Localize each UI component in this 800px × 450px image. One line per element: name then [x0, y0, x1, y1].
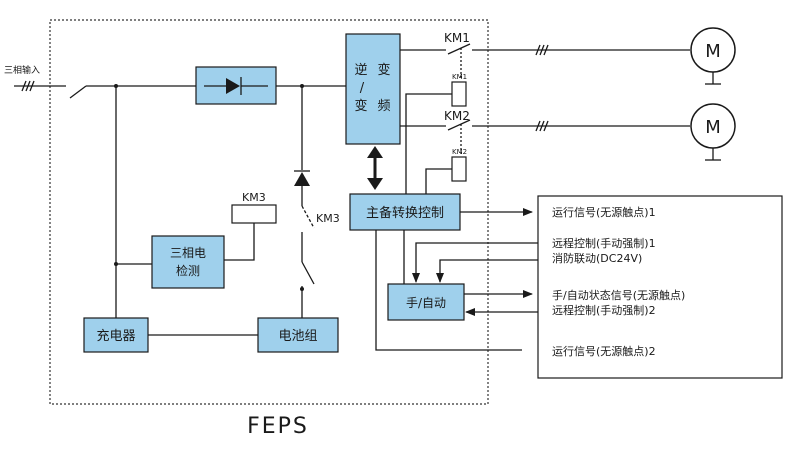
motor-1-label: M [705, 41, 721, 62]
battery-box [257, 317, 339, 353]
signal-terminal-box [537, 195, 783, 379]
motor-2 [690, 103, 736, 161]
km1-coil-label: KM1 [452, 73, 467, 81]
km1-coil [451, 81, 467, 107]
fire-linkage: 消防联动(DC24V) [552, 251, 642, 265]
km1-output [400, 43, 690, 80]
main-backup-label: 主备转换控制 [366, 205, 444, 221]
main-power-line [14, 80, 346, 99]
inverter-text-3a: 变 [354, 98, 367, 114]
manual-auto-label: 手/自动 [406, 296, 446, 310]
inverter-text-1b: 变 [377, 62, 390, 78]
km1-switch-label: KM1 [444, 31, 470, 45]
status-signal: 手/自动状态信号(无源触点) [552, 288, 685, 302]
km3-coil-label: KM3 [242, 191, 266, 204]
battery-feed-path [294, 86, 315, 318]
motor-2-label: M [705, 117, 721, 138]
charger-label: 充电器 [96, 328, 135, 344]
inverter-text-1a: 逆 [354, 62, 367, 78]
inverter-box [345, 33, 401, 145]
charger-box [83, 317, 149, 353]
inverter-text-2: / [360, 81, 365, 96]
battery-label: 电池组 [278, 329, 317, 344]
run-signal-1: 运行信号(无源触点)1 [552, 205, 656, 219]
bidirectional-arrow [367, 146, 383, 190]
km2-output [400, 119, 690, 156]
km3-coil [231, 204, 277, 224]
rectifier-diode [195, 66, 277, 105]
inverter-text-3b: 频 [377, 99, 390, 114]
motor-1 [690, 27, 736, 85]
signal-wires [375, 208, 538, 351]
three-phase-detection-box [151, 235, 225, 289]
remote-control-1: 远程控制(手动强制)1 [552, 236, 656, 250]
feps-caption: FEPS [247, 414, 309, 439]
three-phase-label-2: 检测 [176, 263, 200, 278]
km2-coil-label: KM2 [452, 148, 467, 156]
run-signal-2: 运行信号(无源触点)2 [552, 344, 656, 358]
remote-control-2: 远程控制(手动强制)2 [552, 303, 656, 317]
km2-coil [451, 156, 467, 182]
km3-switch-label: KM3 [316, 212, 340, 225]
km2-switch-label: KM2 [444, 109, 470, 123]
input-label: 三相输入 [4, 64, 40, 76]
manual-auto-box [387, 283, 465, 321]
three-phase-label-1: 三相电 [170, 246, 206, 260]
